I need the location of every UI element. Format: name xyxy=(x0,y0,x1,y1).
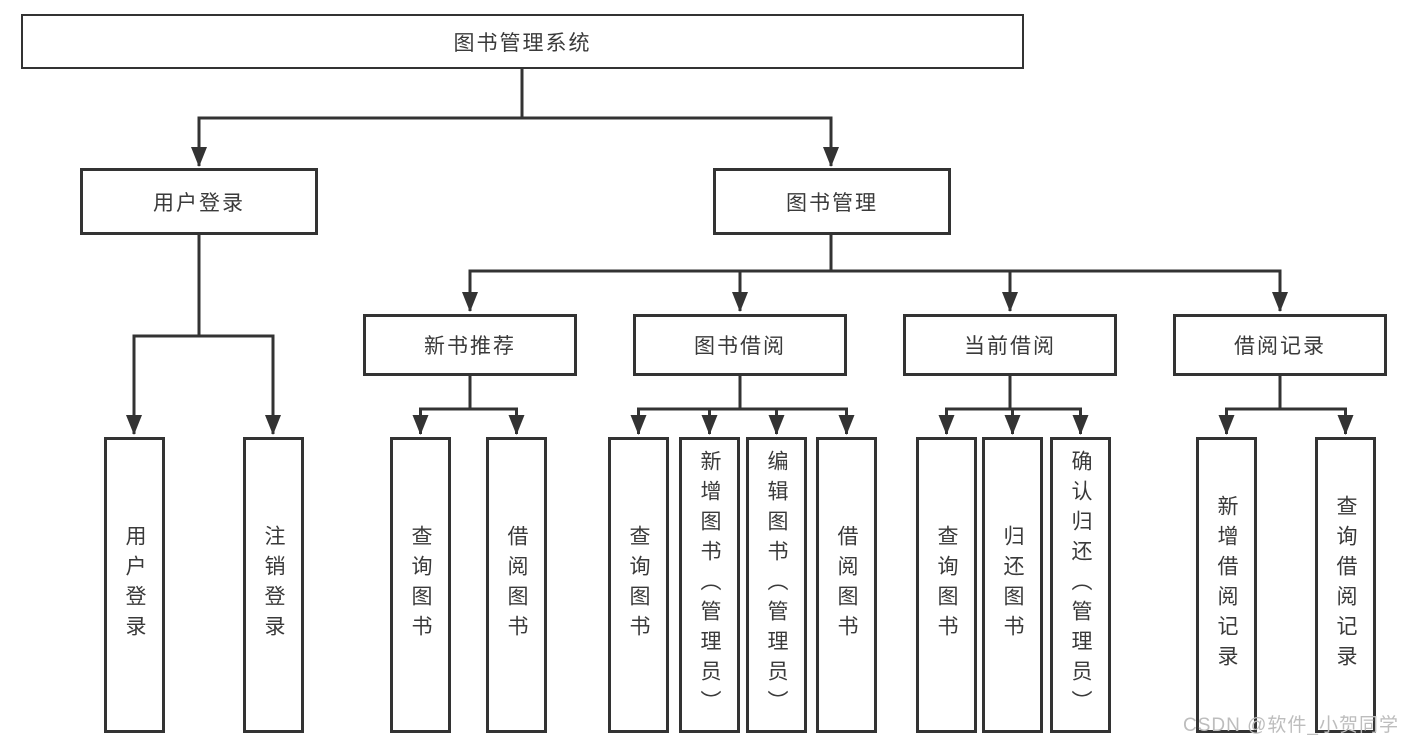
node-label: 图书借阅 xyxy=(694,335,786,358)
leaf-query-borrow-record: 查询借阅记录 xyxy=(1315,437,1376,733)
node-label: 查询借阅记录 xyxy=(1334,495,1357,675)
leaf-return-books: 归还图书 xyxy=(982,437,1043,733)
node-borrowing-records: 借阅记录 xyxy=(1173,314,1387,376)
node-label: 确认归还（管理员） xyxy=(1069,450,1092,720)
node-book-management: 图书管理 xyxy=(713,168,951,235)
node-label: 新增借阅记录 xyxy=(1215,495,1238,675)
leaf-query-books-recommend: 查询图书 xyxy=(390,437,451,733)
node-current-borrowing: 当前借阅 xyxy=(903,314,1117,376)
leaf-borrow-books: 借阅图书 xyxy=(816,437,877,733)
node-label: 借阅图书 xyxy=(505,525,528,645)
node-label: 新增图书（管理员） xyxy=(698,450,721,720)
leaf-user-login: 用户登录 xyxy=(104,437,165,733)
node-new-book-recommendation: 新书推荐 xyxy=(363,314,577,376)
node-label: 借阅记录 xyxy=(1234,335,1326,358)
node-label: 查询图书 xyxy=(935,525,958,645)
leaf-add-books-admin: 新增图书（管理员） xyxy=(679,437,740,733)
leaf-borrow-books-recommend: 借阅图书 xyxy=(486,437,547,733)
node-user-login: 用户登录 xyxy=(80,168,318,235)
node-label: 查询图书 xyxy=(409,525,432,645)
leaf-confirm-return-admin: 确认归还（管理员） xyxy=(1050,437,1111,733)
node-label: 查询图书 xyxy=(627,525,650,645)
node-label: 当前借阅 xyxy=(964,335,1056,358)
leaf-add-borrow-record: 新增借阅记录 xyxy=(1196,437,1257,733)
leaf-edit-books-admin: 编辑图书（管理员） xyxy=(746,437,807,733)
node-label: 用户登录 xyxy=(153,191,245,215)
node-label: 新书推荐 xyxy=(424,335,516,358)
node-label: 图书管理系统 xyxy=(453,31,592,55)
node-book-borrowing: 图书借阅 xyxy=(633,314,847,376)
node-label: 用户登录 xyxy=(123,525,146,645)
leaf-query-books-current: 查询图书 xyxy=(916,437,977,733)
leaf-query-books-borrow: 查询图书 xyxy=(608,437,669,733)
leaf-logout-login: 注销登录 xyxy=(243,437,304,733)
node-label: 注销登录 xyxy=(262,525,285,645)
node-label: 图书管理 xyxy=(786,191,878,215)
node-label: 借阅图书 xyxy=(835,525,858,645)
node-label: 归还图书 xyxy=(1001,525,1024,645)
node-label: 编辑图书（管理员） xyxy=(765,450,788,720)
csdn-watermark: CSDN @软件_小贺同学 xyxy=(1183,715,1399,736)
node-library-management-system: 图书管理系统 xyxy=(21,14,1024,69)
